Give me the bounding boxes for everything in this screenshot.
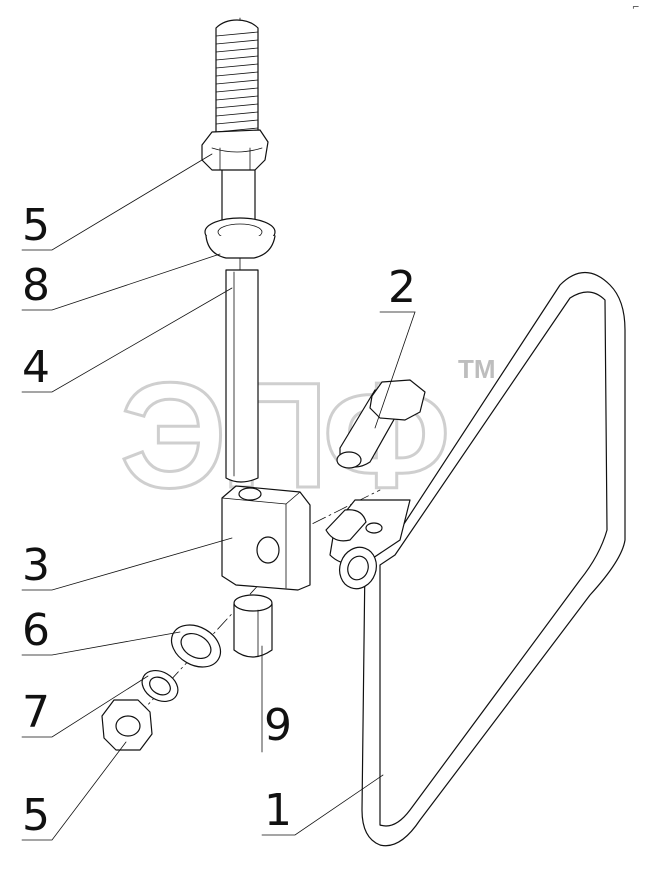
callout-3: 3: [22, 540, 50, 591]
spring-washer: [141, 669, 179, 703]
corner-mark: ⌐: [632, 3, 640, 13]
mirror: [325, 271, 626, 847]
callout-4: 4: [22, 342, 50, 393]
bolt: [336, 379, 426, 469]
callout-5-bottom: 5: [22, 790, 50, 841]
flat-washer: [170, 624, 222, 668]
bracket-block: [221, 485, 311, 591]
callout-1: 1: [264, 785, 292, 836]
callout-8: 8: [22, 260, 50, 311]
threaded-rod: [215, 19, 259, 483]
watermark-trademark: TM: [458, 354, 496, 384]
hex-nut-top: [201, 129, 269, 171]
bushing: [233, 594, 273, 658]
callout-9: 9: [264, 700, 292, 751]
leader-lines: [21, 153, 416, 841]
callouts: 5 8 4 2 3 6 7 9 5 1: [22, 200, 416, 841]
callout-6: 6: [22, 605, 50, 656]
callout-2: 2: [388, 262, 416, 313]
conical-washer: [204, 217, 276, 259]
callout-5-top: 5: [22, 200, 50, 251]
hex-nut-bottom: [101, 699, 153, 751]
callout-7: 7: [22, 687, 50, 738]
